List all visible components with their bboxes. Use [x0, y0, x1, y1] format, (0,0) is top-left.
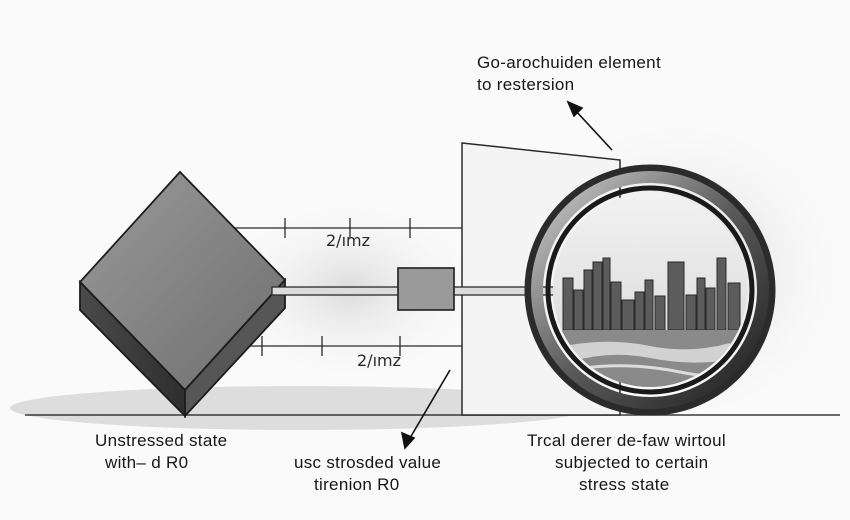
top-annotation-line-1: Go-arochuiden element — [477, 53, 661, 72]
upper-dimension-line — [230, 218, 462, 238]
right-caption-line-1: Trcal derer de-faw wirtoul — [527, 431, 726, 450]
left-caption-line-1: Unstressed state — [95, 431, 228, 450]
top-annotation: Go-arochuiden element to restersion — [477, 52, 661, 96]
ground-shadow — [10, 386, 590, 430]
left-caption-line-2: with– d R0 — [105, 453, 189, 472]
annotation-arrow-center — [400, 369, 451, 450]
annotation-arrow-top — [566, 100, 613, 151]
slider-block — [397, 267, 455, 311]
center-caption-line-2: tirenion R0 — [314, 475, 400, 494]
right-caption-line-3: stress state — [579, 475, 670, 494]
left-caption: Unstressed state with– d R0 — [95, 430, 227, 474]
center-caption-line-1: usc strosded value — [294, 453, 442, 472]
upper-dimension-label: 2/ımz — [326, 231, 370, 250]
right-caption: Trcal derer de-faw wirtoul subjected to … — [527, 430, 726, 496]
lens-element — [524, 164, 776, 416]
right-caption-line-2: subjected to certain — [555, 453, 709, 472]
lower-dimension-label: 2/ımz — [357, 351, 401, 370]
top-annotation-line-2: to restersion — [477, 75, 575, 94]
water-reflection — [570, 341, 730, 363]
lower-dimension-line — [240, 336, 462, 356]
center-caption: usc strosded value tirenion R0 — [294, 452, 441, 496]
stressed-block — [78, 170, 287, 419]
